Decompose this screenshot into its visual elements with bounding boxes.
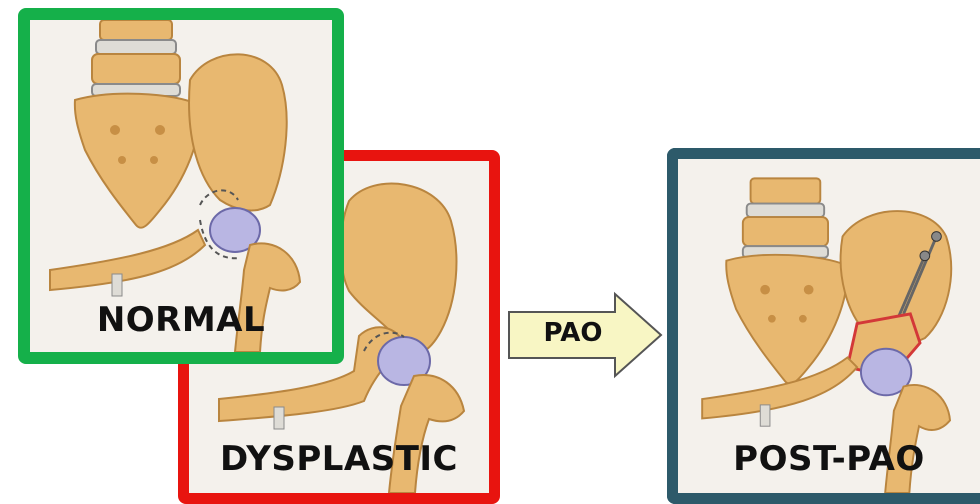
- pao-arrow-label: PAO: [513, 318, 633, 348]
- pao-arrow: PAO: [505, 290, 667, 380]
- normal-label: NORMAL: [30, 300, 332, 340]
- post-pao-panel: POST-PAO: [667, 148, 980, 504]
- dysplastic-label: DYSPLASTIC: [189, 439, 489, 479]
- normal-panel: NORMAL: [18, 8, 344, 364]
- post-pao-label: POST-PAO: [678, 439, 980, 479]
